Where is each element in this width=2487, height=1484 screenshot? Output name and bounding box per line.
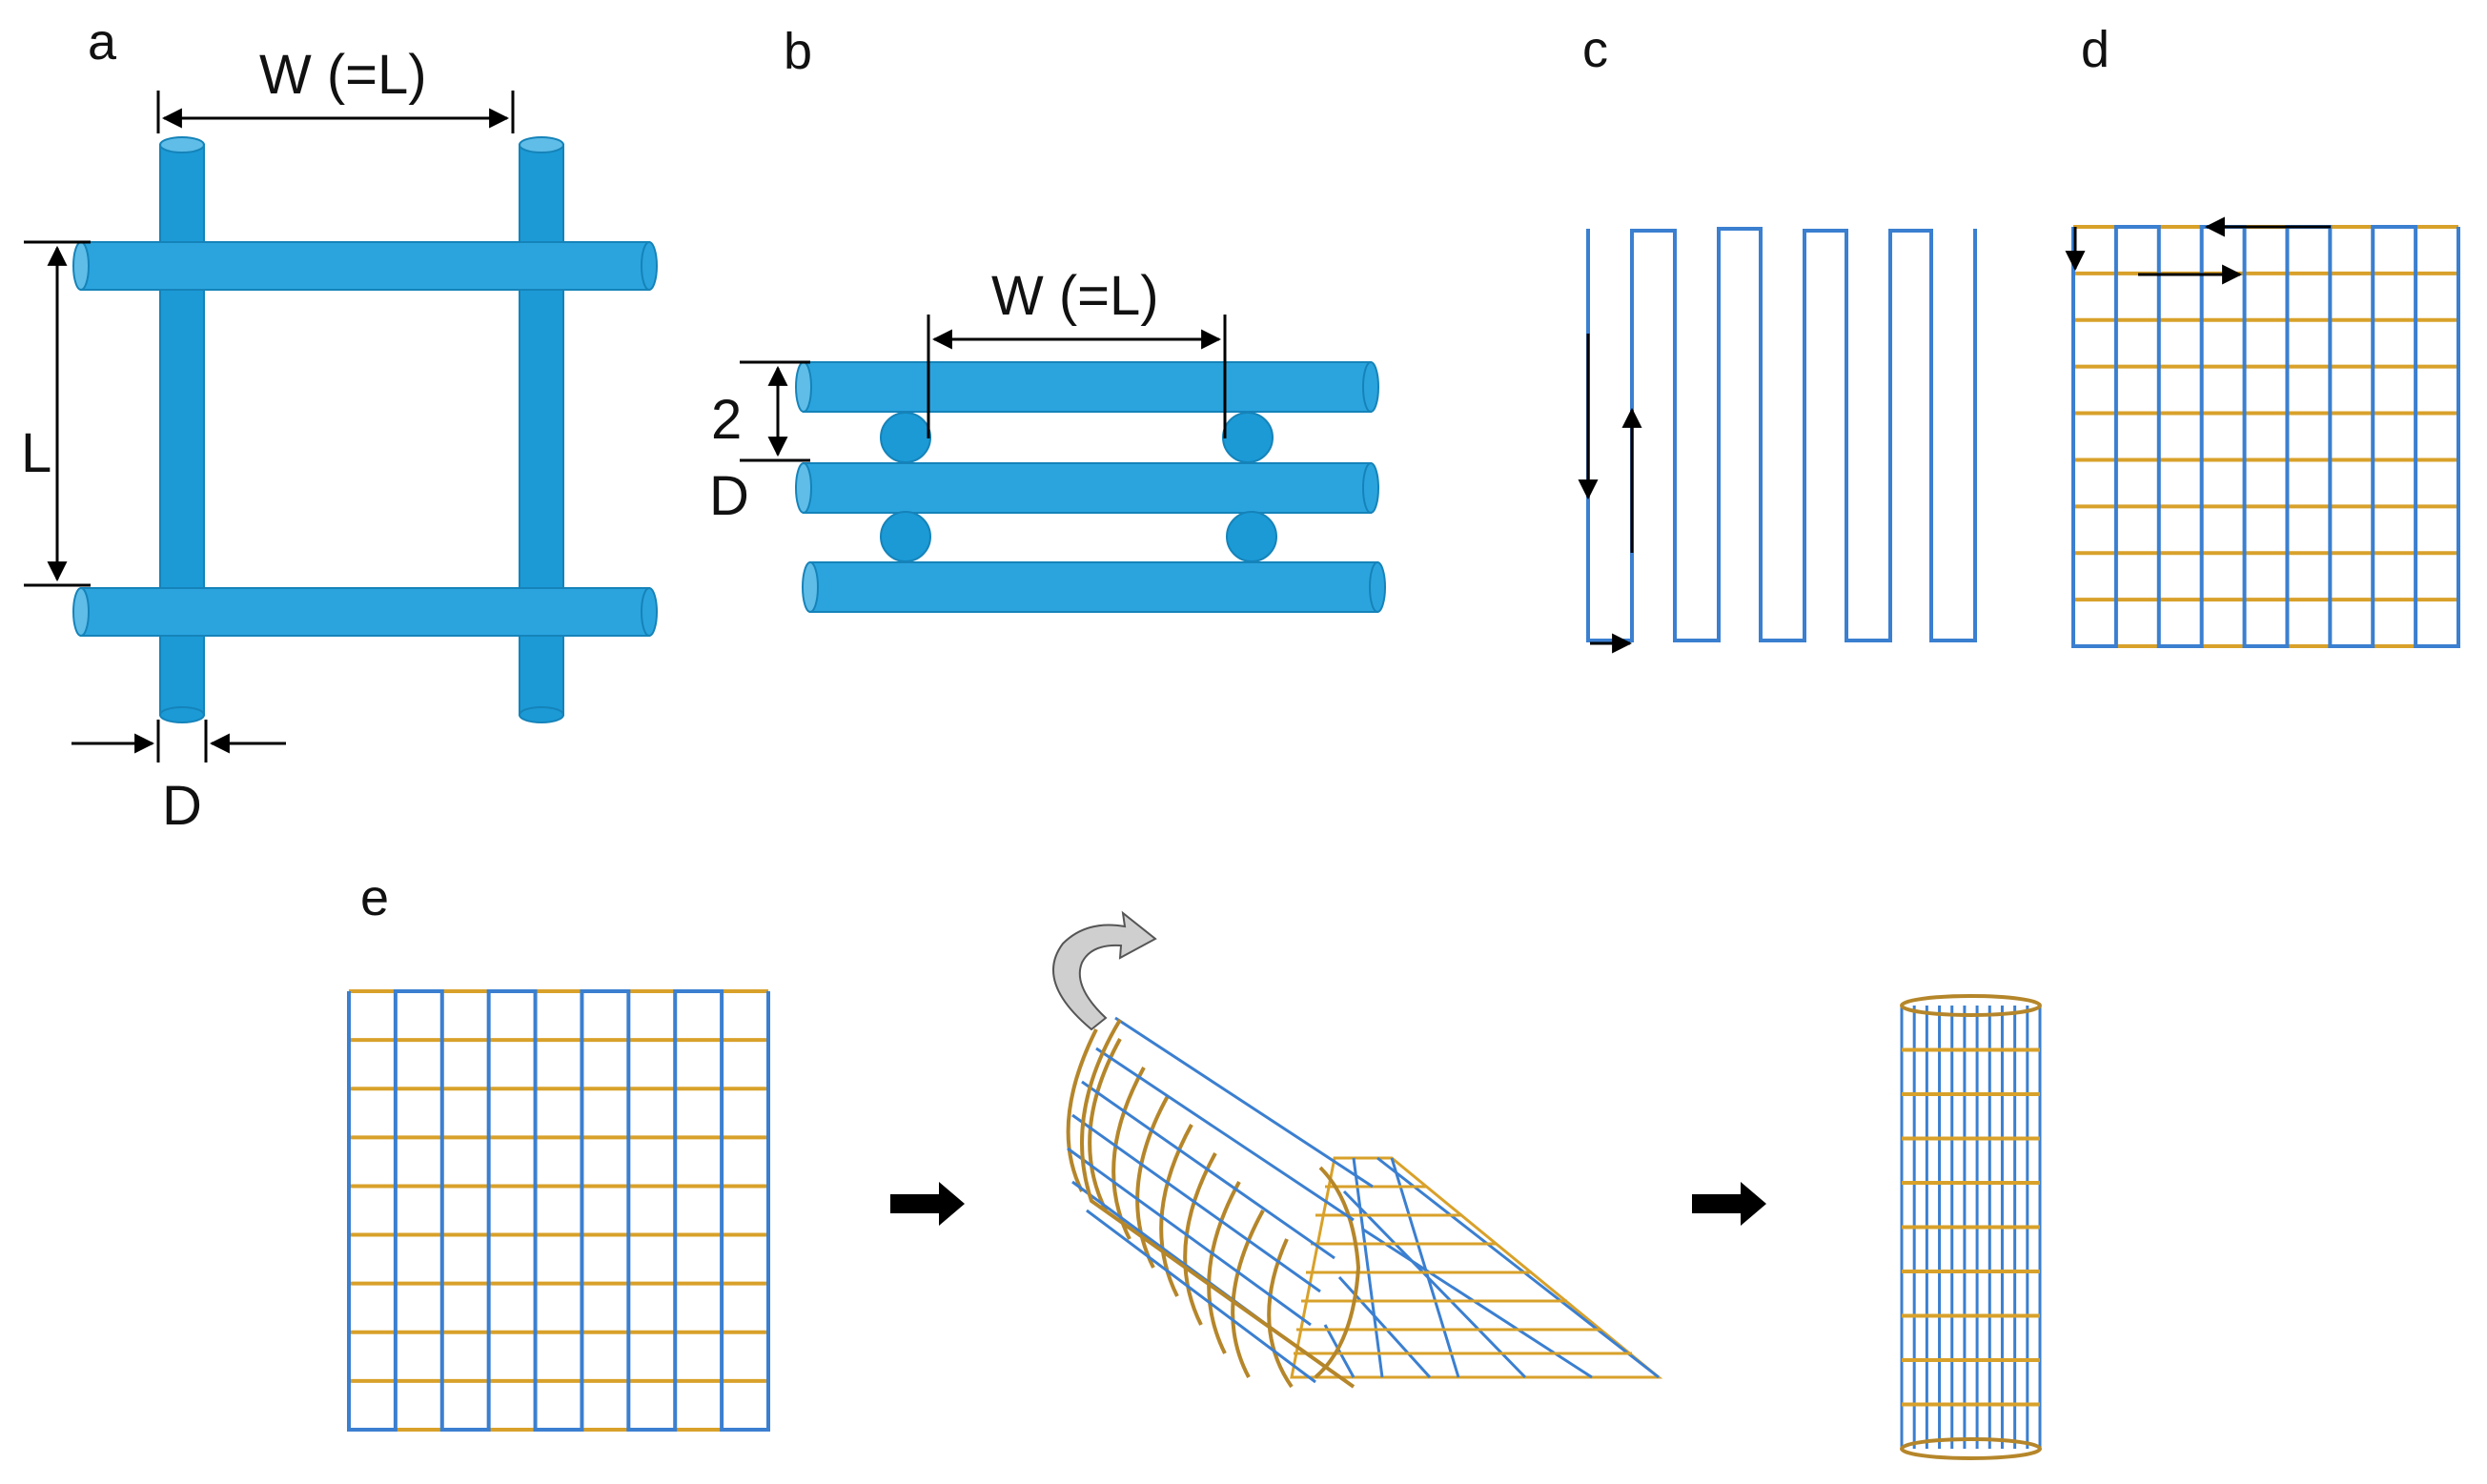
gap-label-b-line1: 2 <box>711 389 742 451</box>
right-arrow-icon <box>890 1182 965 1226</box>
panel-d: d <box>2065 21 2460 648</box>
panel-e-letter: e <box>360 869 389 926</box>
horizontal-fiber-top <box>72 241 658 291</box>
right-arrow-icon <box>1692 1182 1766 1226</box>
serpentine-path-c <box>1586 227 1977 642</box>
panel-e: e <box>347 869 2042 1460</box>
width-label-a: W (=L) <box>259 44 427 106</box>
gap-dimension-b <box>740 360 810 462</box>
layer-fiber-1 <box>795 361 1379 413</box>
fiber-cross-sections <box>880 412 1277 562</box>
panel-a: a W (=L) <box>21 13 658 837</box>
panel-b-letter: b <box>784 23 812 80</box>
diameter-label-a: D <box>162 775 202 837</box>
panel-c: c <box>1578 21 1977 654</box>
layer-fiber-2 <box>795 462 1379 514</box>
flat-mesh-e <box>347 989 770 1432</box>
panel-c-letter: c <box>1582 21 1608 78</box>
curved-arrow-icon <box>1052 910 1157 1031</box>
mesh-grid-d <box>2071 225 2460 648</box>
cylinder-bottom-rim <box>1900 1437 2042 1460</box>
panel-a-letter: a <box>88 13 117 71</box>
rolling-mesh-e <box>1066 1016 1663 1389</box>
width-label-b: W (=L) <box>991 265 1159 327</box>
direction-arrows-d <box>2065 216 2331 285</box>
horizontal-fiber-bottom <box>72 587 658 637</box>
gap-label-b-line2: D <box>709 465 749 527</box>
width-dimension-b <box>927 315 1227 438</box>
cylindrical-mesh-e <box>1900 994 2042 1460</box>
panel-b: b W (=L) <box>709 23 1386 613</box>
warp-serpentine <box>347 989 770 1432</box>
diameter-dimension-a <box>71 720 286 762</box>
length-dimension-a <box>24 240 91 587</box>
direction-arrows-c <box>1578 334 1642 654</box>
layer-fiber-3 <box>802 561 1386 613</box>
panel-d-letter: d <box>2081 21 2110 78</box>
cylinder-top-rim <box>1900 994 2042 1017</box>
warp-serpentine <box>2071 225 2460 648</box>
width-dimension-a <box>156 91 515 133</box>
length-label-a: L <box>21 422 51 484</box>
